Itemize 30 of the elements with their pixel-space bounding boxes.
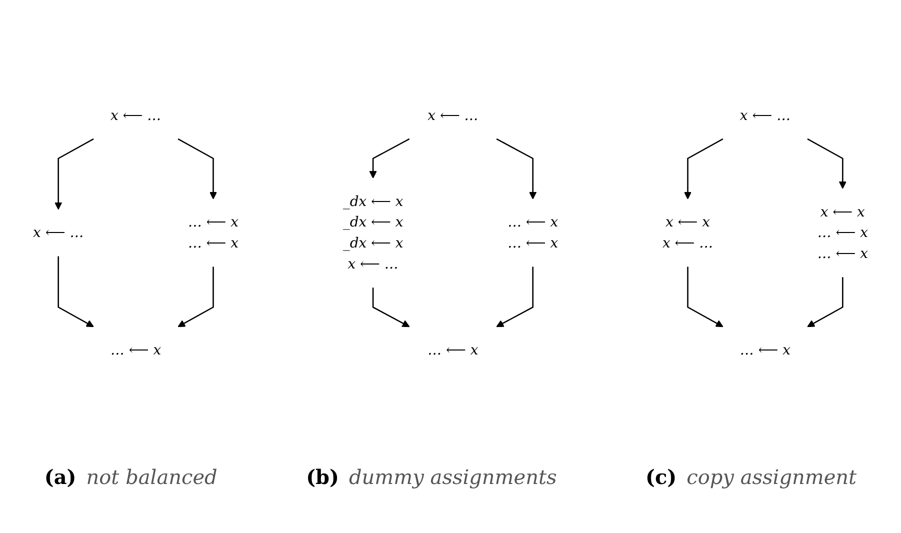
subfigure-letter: (c) (646, 465, 677, 489)
node-text: _dx ⟵ x _dx ⟵ x _dx ⟵ x x ⟵ … (342, 192, 404, 272)
arrow (807, 276, 844, 327)
arrow (496, 266, 534, 327)
node-text: x ⟵ x … ⟵ x … ⟵ x (817, 202, 868, 262)
arrow (687, 266, 724, 327)
arrow (178, 138, 218, 199)
arrow (684, 138, 724, 199)
node-text: x ⟵ … (740, 106, 790, 123)
node-text: … ⟵ x (740, 341, 790, 358)
node-text: … ⟵ x … ⟵ x (508, 213, 558, 251)
arrow (807, 138, 846, 188)
node-text: … ⟵ x (428, 341, 478, 358)
node-text: … ⟵ x (110, 341, 162, 358)
subfigure-caption: copy assignment (686, 465, 857, 489)
arrow (496, 138, 537, 199)
arrow (54, 138, 94, 210)
node-text: x ⟵ … (110, 106, 162, 123)
node-text: … ⟵ x … ⟵ x (188, 213, 239, 251)
subfigure-caption: dummy assignments (349, 465, 557, 489)
node-text: x ⟵ x x ⟵ … (662, 213, 714, 251)
arrow (178, 266, 214, 327)
node-text: x ⟵ … (33, 224, 84, 240)
node-text: x ⟵ … (428, 106, 478, 123)
subfigure-letter: (a) (44, 465, 76, 489)
arrow (372, 287, 410, 327)
arrow (58, 256, 94, 327)
subfigure-caption: not balanced (86, 465, 218, 489)
arrow (369, 138, 410, 178)
subfigure-letter: (b) (306, 465, 339, 489)
